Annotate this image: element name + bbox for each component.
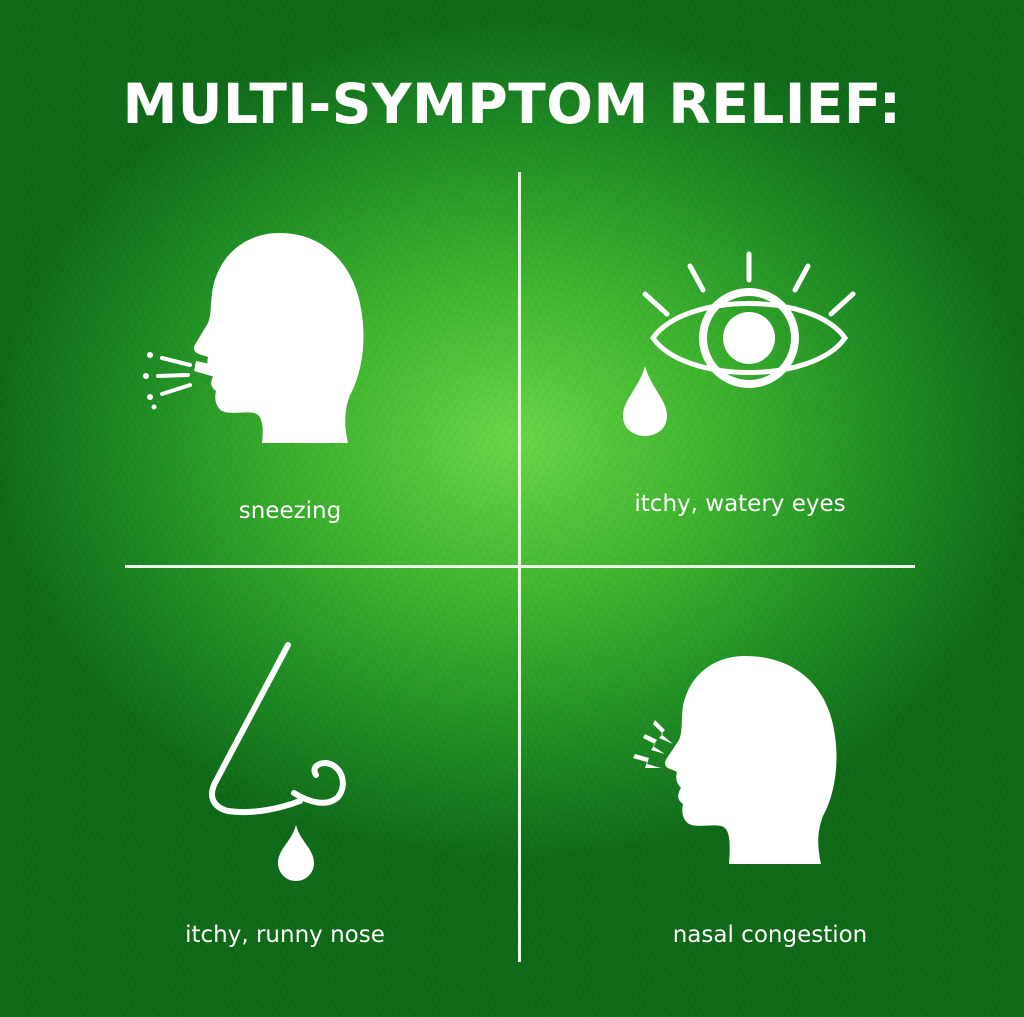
symptom-label-nasal-congestion: nasal congestion (672, 922, 868, 948)
page-title: MULTI-SYMPTOM RELIEF: (122, 72, 902, 136)
symptom-label-itchy-runny-nose: itchy, runny nose (185, 922, 385, 948)
sneezing-head-icon (143, 233, 364, 443)
symptom-label-sneezing: sneezing (238, 498, 342, 524)
symptom-label-itchy-watery-eyes: itchy, watery eyes (634, 491, 846, 517)
congestion-head-icon (633, 656, 837, 864)
horizontal-divider (125, 565, 915, 568)
runny-nose-icon (209, 642, 346, 881)
watery-eye-icon (623, 251, 856, 436)
